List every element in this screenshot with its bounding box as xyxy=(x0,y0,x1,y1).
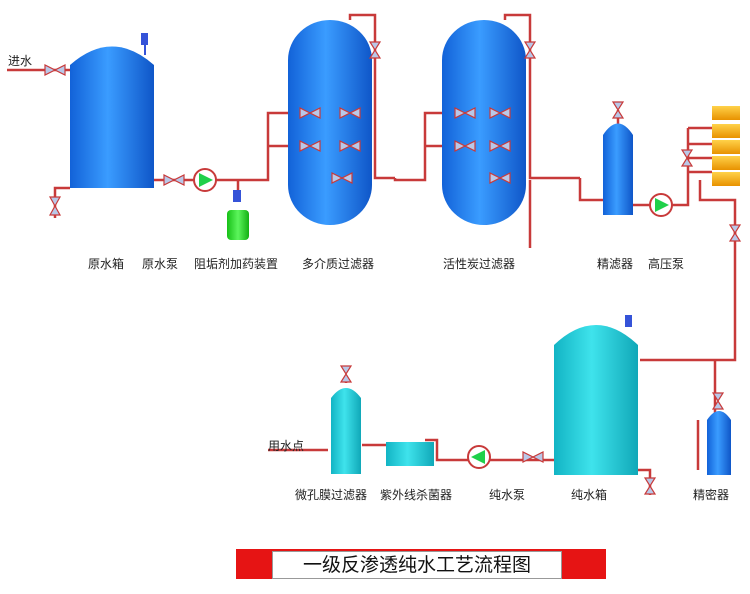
micro-filter-vessel xyxy=(331,388,361,474)
dosing-device xyxy=(227,190,249,240)
label-micro-filter: 微孔膜过滤器 xyxy=(295,488,368,502)
fine-filter-vessel xyxy=(603,123,633,215)
high-pressure-pump xyxy=(649,193,673,217)
activated-carbon-filter xyxy=(442,20,526,225)
ro-membrane-stack xyxy=(712,106,740,186)
label-pure-tank: 纯水箱 xyxy=(571,488,608,502)
outlet-label: 用水点 xyxy=(268,439,305,453)
label-fine-filter: 精滤器 xyxy=(597,257,634,271)
raw-water-tank xyxy=(70,33,154,188)
label-uv-sterilizer: 紫外线杀菌器 xyxy=(380,488,453,502)
label-carbon-filter: 活性炭过滤器 xyxy=(443,257,516,271)
label-raw-tank: 原水箱 xyxy=(88,257,125,271)
uv-sterilizer-vessel xyxy=(386,442,434,466)
multimedia-filter xyxy=(288,20,372,225)
label-hp-pump: 高压泵 xyxy=(648,257,685,271)
valves xyxy=(44,41,742,495)
raw-water-pump xyxy=(193,168,217,192)
diagram-title: 一级反渗透纯水工艺流程图 xyxy=(272,551,562,579)
label-dosing: 阻垢剂加药装置 xyxy=(194,257,279,271)
precision-filter-vessel xyxy=(707,411,731,475)
label-pure-pump: 纯水泵 xyxy=(489,488,526,502)
label-raw-pump: 原水泵 xyxy=(142,257,179,271)
inlet-label: 进水 xyxy=(8,54,33,68)
pure-water-tank xyxy=(554,315,638,475)
label-multimedia-filter: 多介质过滤器 xyxy=(302,257,375,271)
pure-water-pump xyxy=(467,445,491,469)
label-precision-filter: 精密器 xyxy=(693,488,730,502)
